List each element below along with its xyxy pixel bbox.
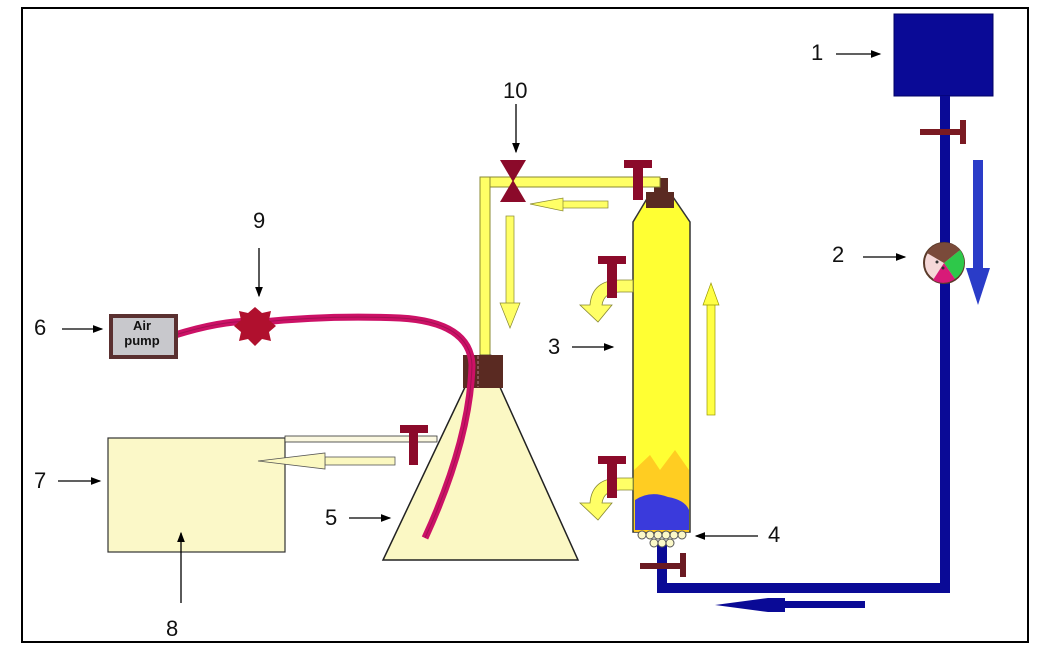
gas-flow-down-arrow-icon bbox=[499, 215, 521, 329]
air-pump-label-line2: pump bbox=[124, 333, 160, 348]
column-flow-up-arrow-icon bbox=[702, 281, 720, 416]
air-pump-label: Air pump bbox=[114, 318, 170, 348]
water-pipe-bottom bbox=[657, 583, 950, 593]
label-1: 1 bbox=[811, 40, 824, 65]
label-3: 3 bbox=[548, 334, 561, 359]
label-4: 4 bbox=[768, 522, 781, 547]
column-upper-tap-icon bbox=[578, 256, 634, 323]
label-9: 9 bbox=[253, 208, 266, 233]
label-5: 5 bbox=[325, 505, 338, 530]
needle-valve-icon bbox=[500, 160, 526, 202]
water-reservoir bbox=[893, 13, 994, 97]
water-flow-left-arrow-icon bbox=[715, 598, 865, 612]
water-valve-bottom-icon bbox=[640, 553, 686, 577]
label-8: 8 bbox=[166, 616, 179, 641]
column-lower-tap-icon bbox=[578, 456, 634, 521]
label-6: 6 bbox=[34, 315, 47, 340]
air-filter-icon bbox=[234, 307, 276, 346]
water-pipe-vertical bbox=[940, 96, 950, 592]
label-7: 7 bbox=[34, 468, 47, 493]
flask-outlet-valve-icon bbox=[400, 425, 428, 465]
callout-arrows bbox=[58, 50, 907, 603]
air-pump-label-line1: Air bbox=[132, 318, 152, 333]
gas-flow-left-arrow-icon bbox=[529, 197, 609, 212]
column bbox=[632, 178, 691, 548]
water-valve-top-icon bbox=[920, 120, 966, 144]
label-10: 10 bbox=[503, 78, 528, 103]
water-flow-down-arrow-icon bbox=[966, 160, 990, 305]
label-2: 2 bbox=[832, 242, 845, 267]
collection-tank bbox=[107, 435, 438, 553]
column-top-valve-icon bbox=[624, 160, 652, 200]
liquid-flow-left-arrow-icon bbox=[257, 452, 396, 470]
flow-meter-icon bbox=[923, 242, 965, 284]
air-pump bbox=[109, 314, 178, 359]
